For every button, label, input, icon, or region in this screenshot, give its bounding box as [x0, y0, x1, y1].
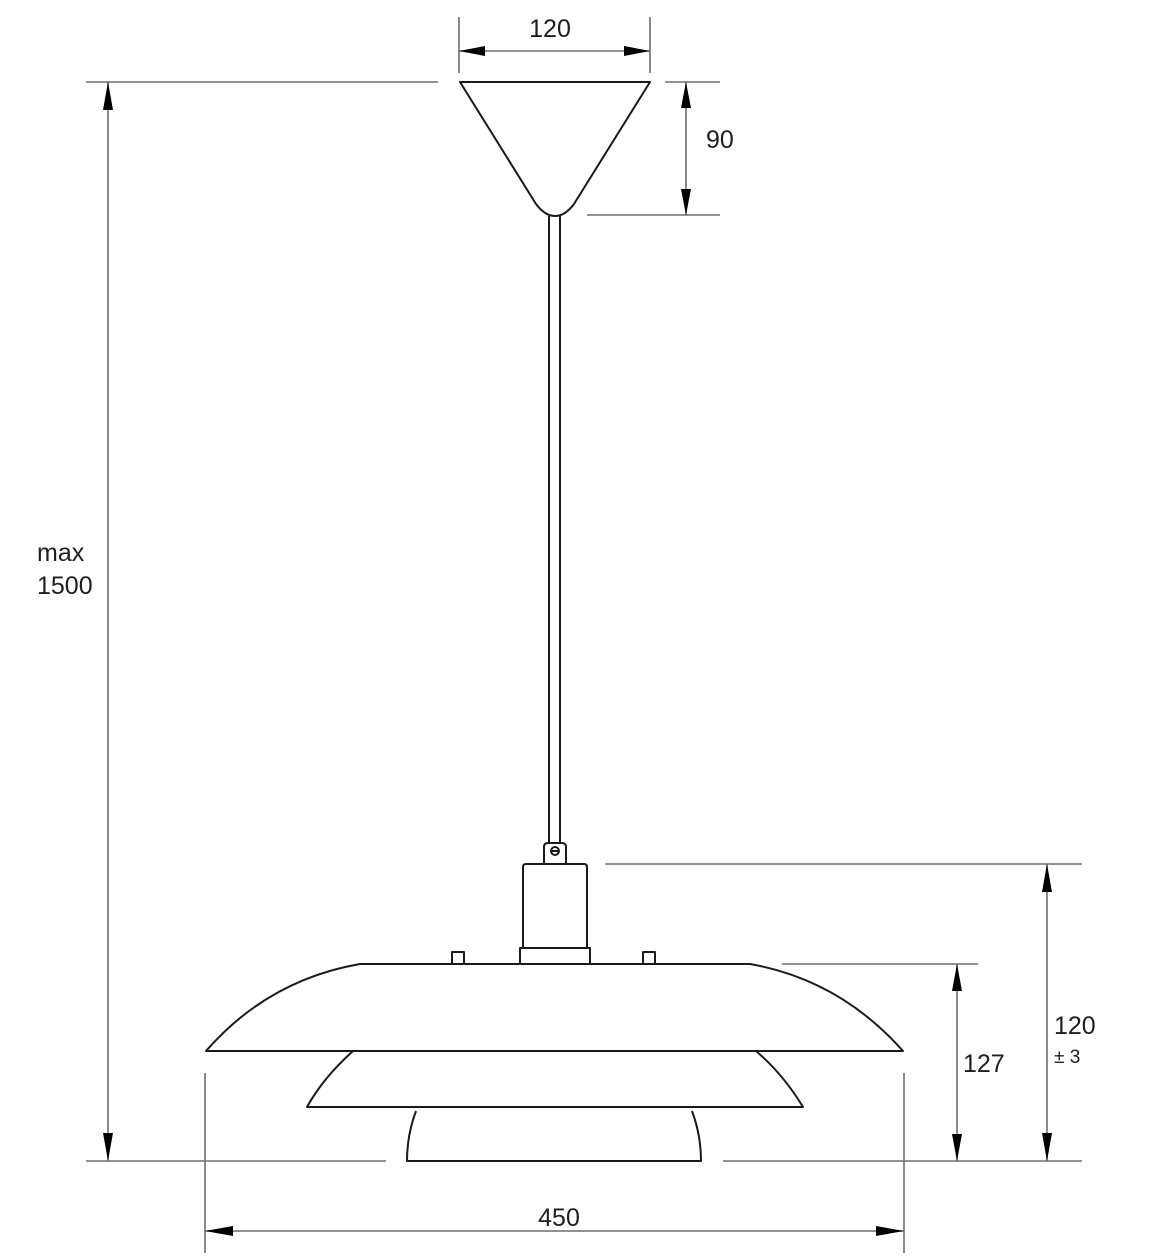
arrow-left-icon [205, 1226, 233, 1236]
overall-height-label: 1500 [37, 572, 93, 600]
arrow-up-icon [103, 82, 113, 110]
shade-pins [451, 951, 656, 965]
arrow-left-icon [459, 46, 485, 56]
arrow-down-icon [103, 1133, 113, 1161]
bottom-shade [406, 1110, 702, 1162]
top-shade [205, 963, 904, 1052]
arrow-down-icon [1042, 1133, 1052, 1161]
canopy-height-label: 90 [706, 126, 734, 154]
dimension-canopy-width: 120 [458, 15, 651, 73]
socket-to-bottom-label: 120 [1054, 1012, 1096, 1040]
socket-to-bottom-tolerance: ± 3 [1054, 1047, 1080, 1068]
dimension-shade-diameter: 450 [204, 1073, 905, 1253]
arrow-right-icon [624, 46, 650, 56]
arrow-down-icon [681, 189, 691, 215]
middle-shade [306, 1050, 804, 1108]
cord-clamp [543, 842, 567, 864]
canopy-width-label: 120 [529, 15, 571, 43]
lamp-socket [519, 863, 591, 965]
suspension-cord [548, 216, 561, 843]
shade-height-label: 127 [963, 1050, 1005, 1078]
arrow-right-icon [876, 1226, 904, 1236]
arrow-up-icon [681, 82, 691, 108]
dimension-canopy-height: 90 [587, 81, 734, 216]
arrow-down-icon [952, 1134, 962, 1161]
dimension-shade-height: 127 [782, 963, 1005, 1161]
shade-diameter-label: 450 [538, 1204, 580, 1232]
overall-height-prefix: max [37, 539, 85, 567]
dimension-socket-to-bottom: 120 ± 3 [605, 863, 1096, 1162]
ceiling-canopy [459, 81, 651, 217]
arrow-up-icon [952, 964, 962, 991]
dimension-overall-height: max 1500 [37, 81, 438, 1162]
arrow-up-icon [1042, 864, 1052, 892]
